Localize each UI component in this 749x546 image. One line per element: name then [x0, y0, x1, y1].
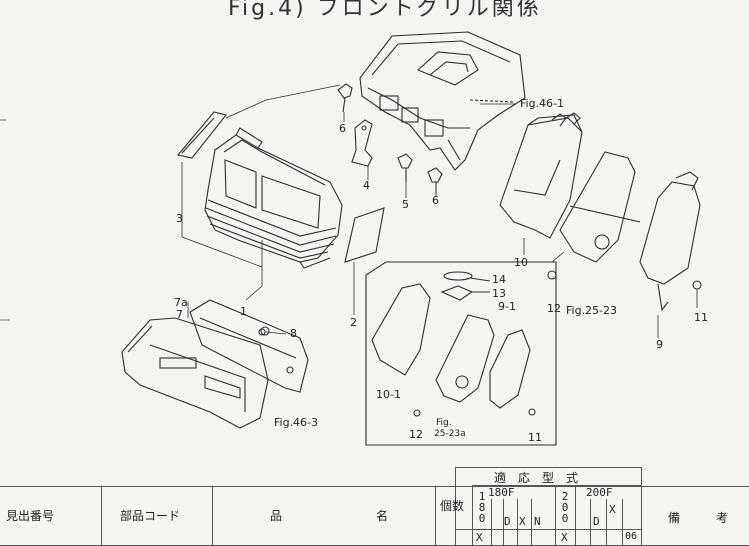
table-col-sep-2 — [212, 486, 213, 546]
table-col-sep-10 — [503, 499, 504, 546]
table-col-sep-14 — [606, 499, 607, 546]
front-grille-drawing — [204, 127, 343, 269]
table-rule-sub — [455, 529, 641, 530]
header-remarks: 備 考 — [668, 511, 729, 525]
callout-fig46-1: Fig.46-1 — [520, 97, 565, 110]
callout-12-inset: 12 — [409, 428, 423, 441]
callout-7a: 7a — [174, 296, 188, 309]
table-rule-top — [0, 486, 749, 487]
callout-10: 10 — [514, 256, 528, 269]
exploded-parts-diagram — [0, 31, 702, 446]
table-col-sep-8 — [641, 467, 642, 546]
variant-200-digit-2: 0 — [561, 501, 569, 514]
table-col-sep-7 — [575, 485, 576, 546]
side-panel-right-drawing — [344, 207, 385, 263]
header-name-1: 品 — [270, 509, 283, 523]
table-col-sep-13 — [590, 499, 591, 546]
table-rule-header — [455, 467, 641, 468]
callout-5: 5 — [402, 198, 409, 211]
callout-9: 9 — [656, 338, 663, 351]
callout-11-inset: 11 — [528, 431, 542, 444]
model-180f: 180F — [488, 486, 515, 499]
variant-d-180: D — [504, 515, 511, 528]
air-duct-far-right-drawing — [639, 171, 702, 312]
parts-table: 見出番号 部品コード 品 名 個数 適 応 型 式 180F 200F 1 8 … — [0, 465, 749, 546]
table-col-sep-3 — [435, 486, 436, 546]
callout-12-right: 12 — [547, 302, 561, 315]
mark-06: 06 — [625, 531, 638, 542]
hood-assembly-drawing — [359, 31, 526, 171]
header-quantity: 個数 — [440, 499, 465, 513]
callout-6-lower: 6 — [432, 194, 439, 207]
air-duct-center-drawing — [559, 151, 641, 263]
callout-11-right: 11 — [694, 311, 708, 324]
callout-7: 7 — [176, 308, 183, 321]
callout-3: 3 — [176, 212, 183, 225]
variant-d-200: D — [593, 515, 600, 528]
front-bumper-drawing — [121, 317, 269, 429]
variant-n-180: N — [534, 515, 541, 528]
variant-180-digit-1: 1 — [478, 490, 486, 503]
callout-6-top: 6 — [339, 122, 346, 135]
table-col-sep-1 — [101, 486, 102, 546]
inset-detail-box — [365, 261, 557, 446]
bolt-top-drawing — [337, 83, 353, 113]
callout-13: 13 — [492, 287, 506, 300]
bumper-reinforcement-drawing — [189, 299, 309, 393]
header-ref-number: 見出番号 — [6, 509, 55, 523]
table-col-sep-11 — [517, 499, 518, 546]
mark-x-200: X — [561, 531, 568, 544]
mark-x-180: X — [476, 531, 483, 544]
page-title: Fig.4) フロントグリル関係 — [228, 0, 542, 21]
screw-drawing — [397, 153, 413, 182]
callout-fig25-23: Fig.25-23 — [566, 304, 618, 317]
margin-marks — [0, 119, 10, 321]
callout-10-1: 10-1 — [376, 388, 401, 401]
table-col-sep-5 — [472, 485, 473, 546]
variant-180-digit-3: 0 — [478, 512, 486, 525]
table-col-sep-9 — [491, 499, 492, 546]
table-col-sep-12 — [531, 499, 532, 546]
air-duct-right-drawing — [499, 112, 583, 239]
variant-200-digit-1: 2 — [561, 490, 569, 503]
callout-9-1: 9-1 — [498, 300, 516, 313]
callout-2: 2 — [350, 316, 357, 329]
bracket-drawing — [351, 119, 373, 167]
header-part-code: 部品コード — [120, 509, 181, 523]
callout-8: 8 — [290, 327, 297, 340]
callout-fig-inset-2: 25-23a — [434, 429, 466, 439]
header-applicable-models: 適 応 型 式 — [494, 471, 579, 485]
side-trim-left-drawing — [176, 111, 227, 159]
variant-x-180: X — [519, 515, 526, 528]
table-col-sep-4 — [455, 467, 456, 546]
variant-200-digit-3: 0 — [561, 512, 569, 525]
model-200f: 200F — [586, 486, 613, 499]
washer-12-drawing — [547, 270, 557, 280]
table-col-sep-15 — [622, 499, 623, 546]
clip-drawing — [427, 167, 443, 194]
washer-8-drawing — [260, 326, 270, 336]
variant-180-digit-2: 8 — [478, 501, 486, 514]
callout-1: 1 — [240, 305, 247, 318]
header-name-2: 名 — [376, 509, 389, 523]
table-rule-model — [472, 485, 641, 486]
variant-x-200: X — [609, 503, 616, 516]
leader-lines — [181, 84, 698, 338]
callout-fig46-3: Fig.46-3 — [274, 416, 319, 429]
callout-4: 4 — [363, 179, 370, 192]
table-col-sep-6 — [555, 485, 556, 546]
callout-14: 14 — [492, 273, 506, 286]
callout-fig-inset-1: Fig. — [436, 418, 452, 428]
